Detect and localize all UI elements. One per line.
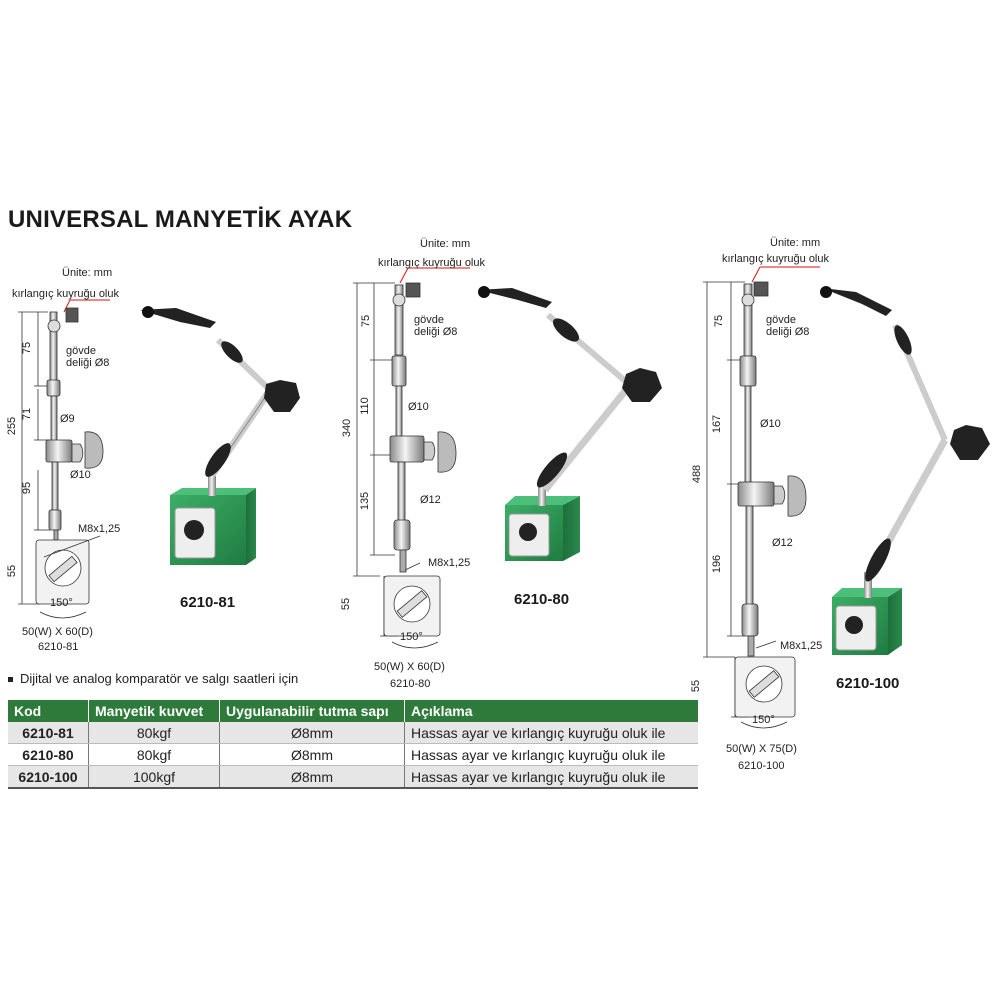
drawing-code-label: 6210-100 bbox=[738, 760, 785, 772]
seg-dim-2: 71 bbox=[21, 407, 34, 421]
cell-shank: Ø8mm bbox=[219, 743, 405, 766]
diameter-2: Ø10 bbox=[70, 469, 91, 481]
unit-label: Ünite: mm bbox=[420, 238, 471, 250]
spec-table: Kod Manyetik kuvvet Uygulanabilir tutma … bbox=[8, 700, 698, 789]
page-title: UNIVERSAL MANYETİK AYAK bbox=[8, 206, 353, 233]
table-row: 6210-80 80kgf Ø8mm Hassas ayar ve kırlan… bbox=[8, 743, 698, 766]
base-size-label: 50(W) X 60(D) bbox=[22, 626, 93, 638]
seg-dim-3: 95 bbox=[21, 481, 34, 495]
cell-code: 6210-81 bbox=[8, 722, 89, 744]
base-height-dim: 55 bbox=[340, 597, 353, 611]
unit-label: Ünite: mm bbox=[770, 237, 821, 249]
cell-code: 6210-100 bbox=[8, 765, 89, 789]
angle-label: 150° bbox=[752, 714, 775, 726]
drawing-6210-81 bbox=[18, 299, 110, 619]
seg-dim-1: 75 bbox=[21, 341, 34, 355]
usage-note: Dijital ve analog komparatör ve salgı sa… bbox=[8, 671, 298, 686]
model-label: 6210-81 bbox=[180, 594, 236, 611]
seg-dim-1: 75 bbox=[713, 314, 726, 328]
usage-note-text: Dijital ve analog komparatör ve salgı sa… bbox=[20, 671, 299, 686]
total-dim: 255 bbox=[6, 416, 19, 436]
total-dim: 488 bbox=[691, 464, 704, 484]
header-magnetic-force: Manyetik kuvvet bbox=[88, 700, 220, 722]
dovetail-label: kırlangıç kuyruğu oluk bbox=[12, 288, 119, 300]
total-dim: 340 bbox=[341, 418, 354, 438]
cell-force: 100kgf bbox=[88, 765, 220, 789]
seg-dim-2: 110 bbox=[358, 397, 371, 415]
diameter-2: Ø12 bbox=[772, 537, 793, 549]
bullet-icon bbox=[8, 677, 13, 683]
photo-6210-100 bbox=[820, 286, 990, 655]
angle-label: 150° bbox=[50, 597, 73, 609]
thread-label: M8x1,25 bbox=[780, 640, 823, 652]
drawing-6210-100 bbox=[703, 266, 820, 729]
diameter-1: Ø9 bbox=[60, 413, 75, 425]
dovetail-label: kırlangıç kuyruğu oluk bbox=[722, 253, 829, 265]
model-label: 6210-100 bbox=[836, 675, 900, 692]
header-holding-shank: Uygulanabilir tutma sapı bbox=[219, 700, 405, 722]
cell-shank: Ø8mm bbox=[219, 765, 405, 789]
body-hole-label: gövde deliği Ø8 bbox=[766, 314, 810, 338]
seg-dim-2: 167 bbox=[711, 414, 724, 434]
base-height-dim: 55 bbox=[690, 679, 703, 693]
base-size-label: 50(W) X 75(D) bbox=[726, 743, 797, 755]
body-hole-label: gövde deliği Ø8 bbox=[414, 314, 458, 338]
body-hole-label: gövde deliği Ø8 bbox=[66, 345, 110, 369]
cell-description: Hassas ayar ve kırlangıç kuyruğu oluk il… bbox=[404, 743, 698, 766]
cell-description: Hassas ayar ve kırlangıç kuyruğu oluk il… bbox=[404, 765, 698, 789]
diameter-1: Ø10 bbox=[760, 418, 781, 430]
thread-label: M8x1,25 bbox=[78, 523, 121, 535]
photo-6210-81 bbox=[140, 306, 300, 565]
base-size-label: 50(W) X 60(D) bbox=[374, 661, 445, 673]
drawing-code-label: 6210-80 bbox=[390, 678, 431, 690]
seg-dim-3: 135 bbox=[359, 491, 372, 511]
seg-dim-3: 196 bbox=[711, 554, 724, 574]
dovetail-label: kırlangıç kuyruğu oluk bbox=[378, 257, 485, 269]
base-height-dim: 55 bbox=[6, 564, 19, 578]
table-row: 6210-100 100kgf Ø8mm Hassas ayar ve kırl… bbox=[8, 765, 698, 789]
cell-description: Hassas ayar ve kırlangıç kuyruğu oluk il… bbox=[404, 722, 698, 744]
model-label: 6210-80 bbox=[514, 591, 570, 608]
cell-force: 80kgf bbox=[88, 743, 220, 766]
thread-label: M8x1,25 bbox=[428, 557, 471, 569]
cell-code: 6210-80 bbox=[8, 743, 89, 766]
seg-dim-1: 75 bbox=[360, 314, 373, 328]
diameter-2: Ø12 bbox=[420, 494, 441, 506]
angle-label: 150° bbox=[400, 631, 423, 643]
table-row: 6210-81 80kgf Ø8mm Hassas ayar ve kırlan… bbox=[8, 722, 698, 744]
header-description: Açıklama bbox=[404, 700, 698, 722]
unit-label: Ünite: mm bbox=[62, 267, 113, 279]
table-header-row: Kod Manyetik kuvvet Uygulanabilir tutma … bbox=[8, 700, 698, 722]
diameter-1: Ø10 bbox=[408, 401, 429, 413]
cell-force: 80kgf bbox=[88, 722, 220, 744]
header-code: Kod bbox=[8, 700, 89, 722]
drawing-6210-80 bbox=[353, 267, 470, 649]
cell-shank: Ø8mm bbox=[219, 722, 405, 744]
drawing-code-label: 6210-81 bbox=[38, 641, 79, 653]
photo-6210-80 bbox=[478, 286, 662, 561]
